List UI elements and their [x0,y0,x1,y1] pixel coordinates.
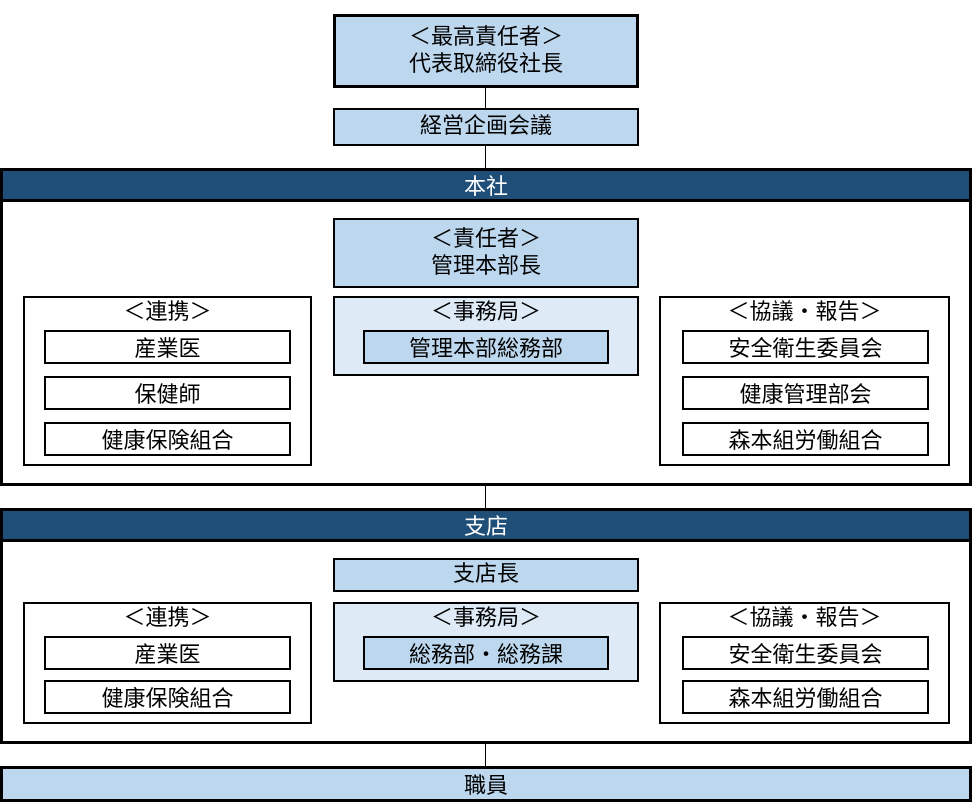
management-meeting-label: 経営企画会議 [419,114,552,140]
hq-cooperation-title: ＜連携＞ [123,300,212,325]
hq-cooperation-item: 保健師 [44,376,291,410]
headquarters-header-label: 本社 [463,175,508,200]
branch-cooperation-item: 産業医 [44,636,291,670]
hq-cooperation-item: 産業医 [44,330,291,364]
hq-secretariat-title: ＜事務局＞ [430,300,541,325]
branch-cooperation-title: ＜連携＞ [123,606,212,631]
connector-line [485,88,486,108]
staff-bar: 職員 [0,766,972,802]
branch-secretariat-item: 総務部・総務課 [363,636,609,670]
top-executive-box: ＜最高責任者＞ 代表取締役社長 [333,14,639,88]
connector-line [485,744,486,766]
branch-header: 支店 [0,508,972,542]
hq-responsible-role: ＜責任者＞ [430,226,541,252]
branch-header-label: 支店 [463,515,508,540]
hq-consultation-group: ＜協議・報告＞ 安全衛生委員会 健康管理部会 森本組労働組合 [659,296,950,466]
hq-consultation-title: ＜協議・報告＞ [727,300,882,325]
headquarters-header: 本社 [0,168,972,202]
hq-consultation-item: 健康管理部会 [682,376,929,410]
connector-line [485,146,486,168]
top-executive-role: ＜最高責任者＞ [408,24,563,50]
management-meeting-box: 経営企画会議 [333,108,639,146]
hq-cooperation-group: ＜連携＞ 産業医 保健師 健康保険組合 [23,296,312,466]
hq-responsible-box: ＜責任者＞ 管理本部長 [333,218,639,288]
branch-consultation-title: ＜協議・報告＞ [727,606,882,631]
branch-cooperation-item: 健康保険組合 [44,680,291,714]
branch-secretariat-title: ＜事務局＞ [430,606,541,631]
branch-manager-box: 支店長 [333,558,639,592]
hq-secretariat-group: ＜事務局＞ 管理本部総務部 [333,296,639,376]
branch-consultation-item: 安全衛生委員会 [682,636,929,670]
connector-line [485,486,486,508]
branch-secretariat-group: ＜事務局＞ 総務部・総務課 [333,602,639,682]
branch-consultation-group: ＜協議・報告＞ 安全衛生委員会 森本組労働組合 [659,602,950,724]
branch-cooperation-group: ＜連携＞ 産業医 健康保険組合 [23,602,312,724]
staff-label: 職員 [463,774,508,799]
branch-consultation-item: 森本組労働組合 [682,680,929,714]
hq-responsible-name: 管理本部長 [430,254,541,279]
top-executive-name: 代表取締役社長 [408,52,563,77]
hq-secretariat-item: 管理本部総務部 [363,330,609,364]
hq-consultation-item: 安全衛生委員会 [682,330,929,364]
branch-manager-label: 支店長 [452,562,519,588]
hq-consultation-item: 森本組労働組合 [682,422,929,456]
hq-cooperation-item: 健康保険組合 [44,422,291,456]
